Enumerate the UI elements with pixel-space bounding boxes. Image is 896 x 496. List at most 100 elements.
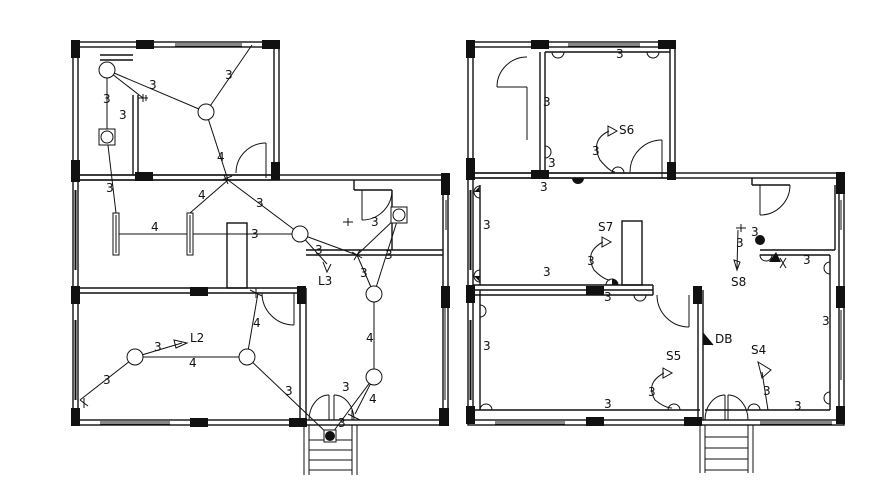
wire-count-label: 3 xyxy=(251,227,259,241)
socket-icon xyxy=(823,391,831,405)
wire-count-label: 3 xyxy=(483,218,491,232)
socket-icon xyxy=(755,235,765,245)
socket-icon xyxy=(479,403,493,411)
ceiling-light-icon xyxy=(197,103,215,121)
switch-s5-label: S5 xyxy=(666,349,681,363)
right-entrance-steps xyxy=(699,425,754,473)
switch-circuit-s7-icon xyxy=(590,241,611,281)
wire-count-label: 3 xyxy=(540,180,548,194)
wire-count-label: 3 xyxy=(763,384,771,398)
switch-s8-icon xyxy=(733,259,741,272)
switch-icon xyxy=(79,398,89,408)
socket-icon xyxy=(572,178,584,184)
wire-count-label: 3 xyxy=(103,373,111,387)
socket-icon xyxy=(473,269,481,283)
switch-circuit-s8-icon xyxy=(736,229,739,269)
fan-regulator-icon xyxy=(173,339,189,349)
socket-icon xyxy=(612,279,618,285)
wire-count-label: 3 xyxy=(149,78,157,92)
left-windows xyxy=(74,43,447,425)
wire-count-label: 4 xyxy=(198,188,206,202)
switch-s6-icon xyxy=(607,125,619,137)
wire-count-label: 3 xyxy=(256,196,264,210)
switch-icon xyxy=(347,410,361,421)
wire-count-label: 3 xyxy=(736,236,744,250)
socket-icon xyxy=(646,51,660,59)
ceiling-light-icon xyxy=(365,368,383,386)
wire-count-label: 3 xyxy=(803,253,811,267)
wire-count-label: 3 xyxy=(225,68,233,82)
wire-count-label: 3 xyxy=(483,339,491,353)
wire-count-label: 3 xyxy=(385,248,393,262)
light-point-l3-icon xyxy=(322,261,332,274)
wire-count-label: 3 xyxy=(592,144,600,158)
wire-count-label: 3 xyxy=(103,92,111,106)
left-wiring xyxy=(79,44,400,437)
socket-icon xyxy=(759,254,773,262)
wire-count-label: 4 xyxy=(369,392,377,406)
wire-count-label: 3 xyxy=(587,254,595,268)
right-windows xyxy=(469,43,842,425)
wire-count-label: 3 xyxy=(604,397,612,411)
ceiling-light-icon xyxy=(291,225,309,243)
socket-icon xyxy=(823,261,831,275)
switch-s4-icon xyxy=(757,360,772,379)
socket-icon xyxy=(769,252,781,262)
switch-circuit-s5-icon xyxy=(651,372,673,409)
switch-icon xyxy=(221,174,233,185)
switch-icon xyxy=(343,218,353,226)
ceiling-light-icon xyxy=(365,285,383,303)
left-entrance-steps xyxy=(303,425,358,475)
switch-s7-icon xyxy=(601,236,613,248)
left-wire-counts: 3 3 3 3 4 3 4 4 3 3 3 3 3 4 4 3 4 3 3 4 … xyxy=(103,68,393,430)
socket-icon xyxy=(479,304,487,318)
wire-count-label: 3 xyxy=(616,47,624,61)
ceiling-light-icon xyxy=(98,61,116,79)
wire-count-label: 3 xyxy=(285,384,293,398)
ceiling-light-icon xyxy=(238,348,256,366)
right-plan: 3 3 3 3 3 3 3 3 3 3 3 3 3 3 3 3 3 3 S6 S… xyxy=(466,40,845,473)
wire-count-label: 4 xyxy=(366,331,374,345)
wire-count-label: 3 xyxy=(371,215,379,229)
right-columns xyxy=(466,40,845,426)
wire-count-label: 3 xyxy=(543,95,551,109)
socket-icon xyxy=(667,403,681,411)
wire-count-label: 3 xyxy=(751,225,759,239)
wire-count-label: 3 xyxy=(648,385,656,399)
wire-count-label: 3 xyxy=(794,399,802,413)
left-fixtures xyxy=(79,61,408,443)
socket-icon xyxy=(747,403,761,411)
wire-count-label: 3 xyxy=(342,380,350,394)
left-columns xyxy=(71,40,450,427)
switch-s4-label: S4 xyxy=(751,343,766,357)
wire-count-label: 3 xyxy=(119,108,127,122)
right-doors xyxy=(496,56,791,421)
distribution-board-label: DB xyxy=(715,332,732,346)
light-point-l3-label: L3 xyxy=(318,274,332,288)
wire-count-label: 4 xyxy=(217,150,225,164)
switch-circuit-s4-icon xyxy=(761,371,769,411)
socket-icon xyxy=(551,51,565,59)
socket-icon xyxy=(633,294,647,302)
wire-count-label: 4 xyxy=(151,220,159,234)
switch-s6-label: S6 xyxy=(619,123,634,137)
wire-count-label: 3 xyxy=(360,266,368,280)
socket-icon xyxy=(474,276,480,282)
switch-icon xyxy=(779,257,787,269)
switch-icon xyxy=(736,224,746,232)
wire-count-label: 3 xyxy=(822,314,830,328)
socket-icon xyxy=(473,185,481,199)
wire-count-label: 4 xyxy=(253,316,261,330)
switch-s5-icon xyxy=(662,367,674,379)
switch-icon xyxy=(249,288,263,298)
right-wire-counts: 3 3 3 3 3 3 3 3 3 3 3 3 3 3 3 3 3 3 xyxy=(483,47,830,413)
left-plan: 3 3 3 3 4 3 4 4 3 3 3 3 3 4 4 3 4 3 3 4 … xyxy=(71,40,450,475)
switch-s7-label: S7 xyxy=(598,220,613,234)
switch-circuit-s6-icon xyxy=(596,130,616,173)
right-outer-walls xyxy=(467,41,845,426)
switch-s8-label: S8 xyxy=(731,275,746,289)
socket-icon xyxy=(544,145,552,159)
wire-count-label: 3 xyxy=(543,265,551,279)
light-point-l2-label: L2 xyxy=(190,331,204,345)
